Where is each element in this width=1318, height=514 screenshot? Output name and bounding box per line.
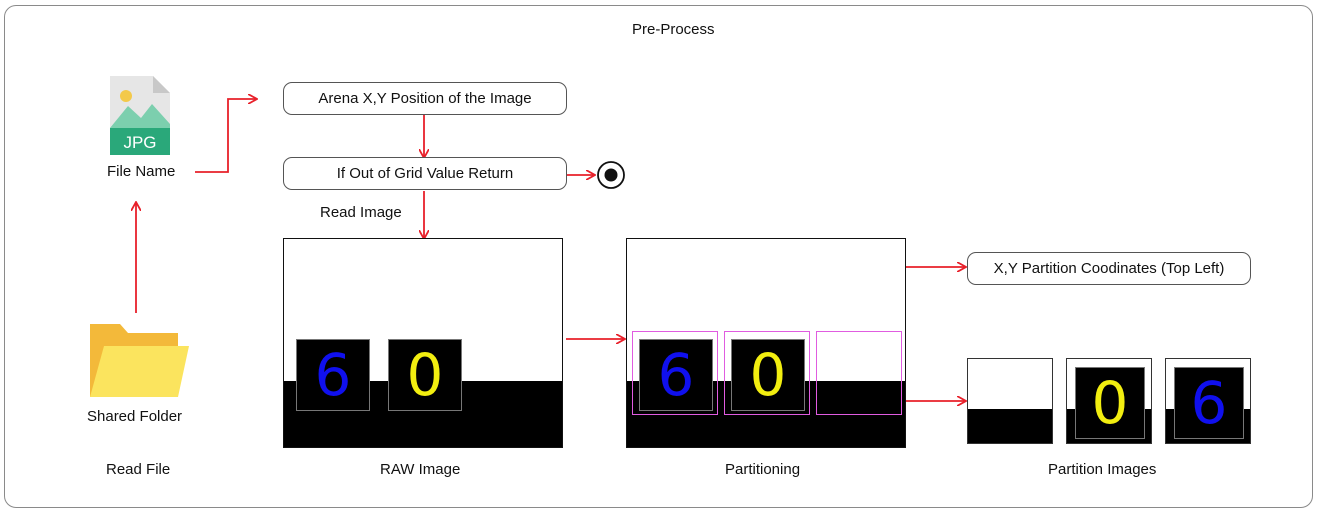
- raw-digit: 6: [314, 341, 352, 409]
- read-file-label: Read File: [106, 461, 171, 478]
- partitioning-panel: 6 0: [626, 238, 906, 448]
- pre-process-frame: [4, 5, 1313, 508]
- end-node-icon: [597, 161, 625, 189]
- partitioning-label: Partitioning: [725, 461, 801, 478]
- partition-coordinates-output: X,Y Partition Coodinates (Top Left): [967, 252, 1251, 285]
- partition-images-label: Partition Images: [1048, 461, 1157, 478]
- read-image-label: Read Image: [320, 204, 402, 221]
- thumb-digit-box: 0: [1075, 367, 1145, 439]
- jpg-file-icon: JPG: [110, 76, 170, 155]
- partition-digit-box: 0: [731, 339, 805, 411]
- thumb-digit-box: 6: [1174, 367, 1244, 439]
- folder-icon: [90, 324, 189, 397]
- partition-box: [632, 331, 718, 415]
- arena-position-step: Arena X,Y Position of the Image: [283, 82, 567, 115]
- raw-image-label: RAW Image: [380, 461, 461, 478]
- diagram-title: Pre-Process: [632, 21, 715, 38]
- shared-folder-label: Shared Folder: [87, 408, 183, 425]
- partition-thumb-zero: 0: [1066, 358, 1152, 444]
- raw-digit-box: 0: [388, 339, 462, 411]
- arrow-file-to-arena: [195, 99, 256, 173]
- partition-box: [724, 331, 810, 415]
- thumb-digit: 6: [1190, 369, 1228, 437]
- thumb-dark-band: [968, 409, 1052, 443]
- raw-digit-box: 6: [296, 339, 370, 411]
- jpg-badge-text: JPG: [123, 133, 156, 152]
- partition-thumb-empty: [967, 358, 1053, 444]
- partition-thumb-six: 6: [1165, 358, 1251, 444]
- partition-box: [816, 331, 902, 415]
- partition-digit: 0: [749, 341, 787, 409]
- grid-check-step: If Out of Grid Value Return: [283, 157, 567, 190]
- raw-digit: 0: [406, 341, 444, 409]
- file-name-label: File Name: [107, 163, 176, 180]
- raw-image-panel: 6 0: [283, 238, 563, 448]
- partition-digit-box: 6: [639, 339, 713, 411]
- thumb-digit: 0: [1091, 369, 1129, 437]
- partition-digit: 6: [657, 341, 695, 409]
